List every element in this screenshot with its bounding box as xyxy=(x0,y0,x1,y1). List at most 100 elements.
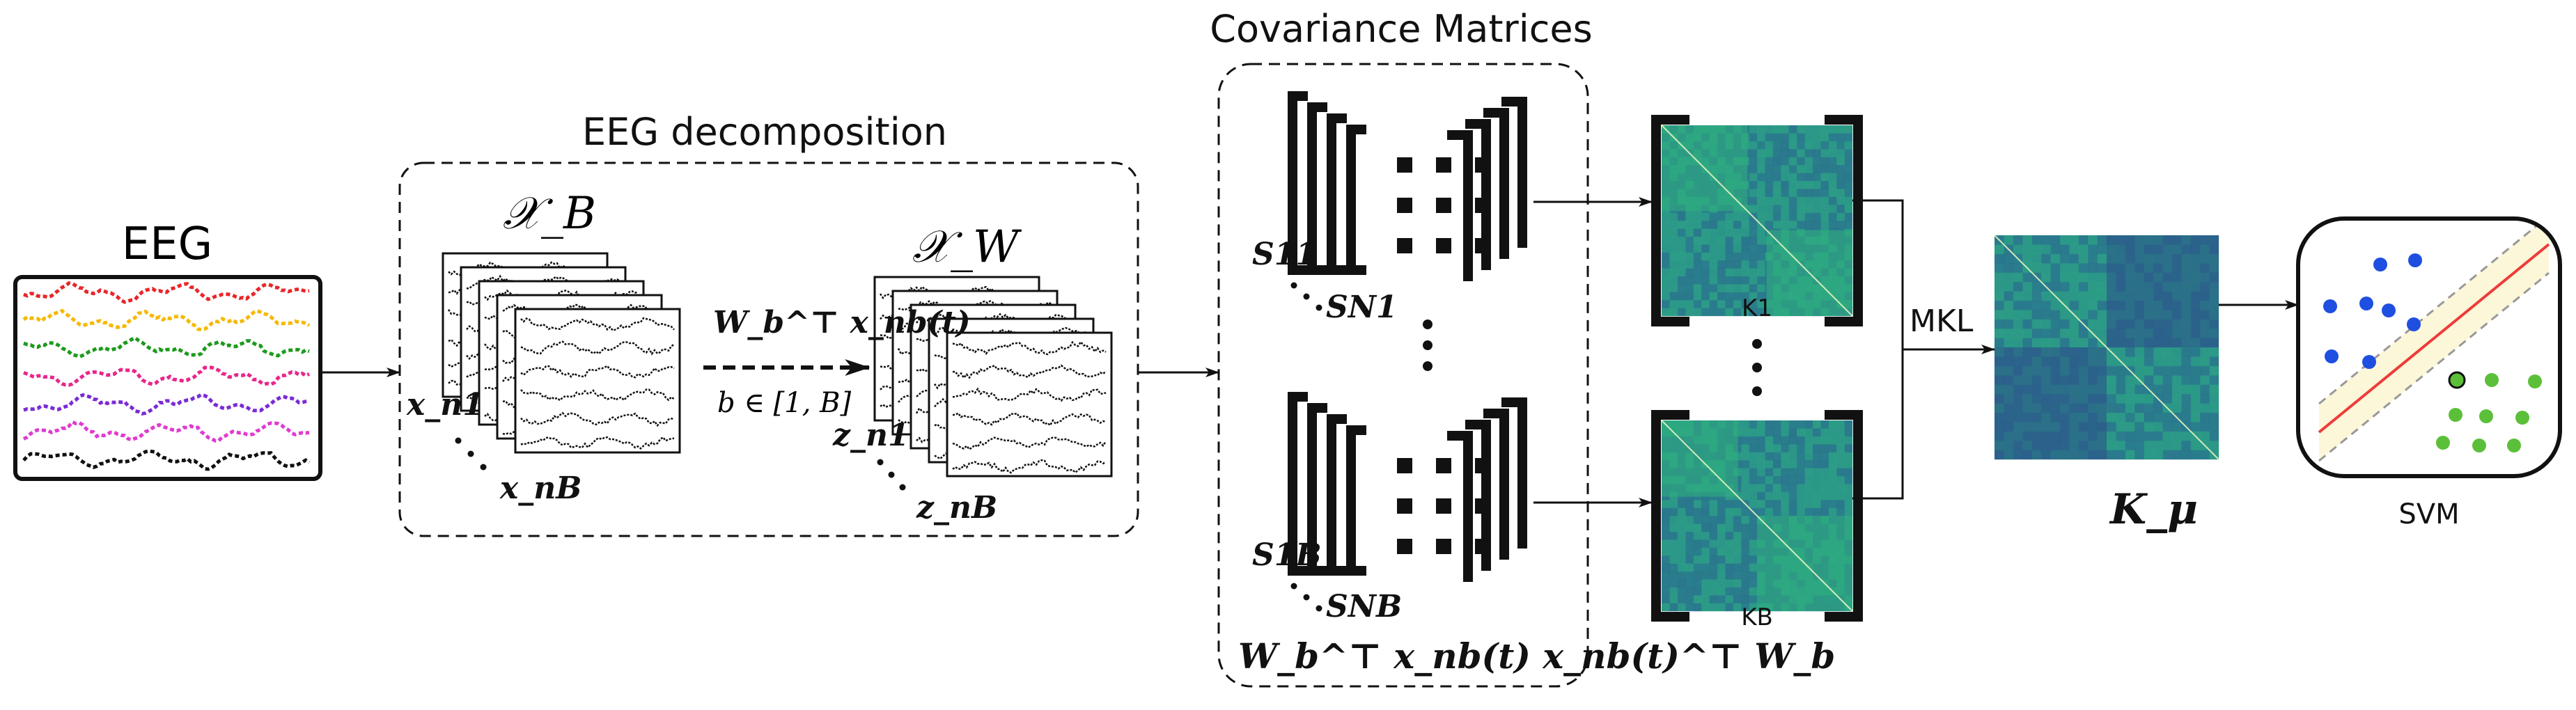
kernel-bracket-left xyxy=(1651,115,1689,326)
kernel-k1: K1 xyxy=(1651,115,1863,326)
svm-label: SVM xyxy=(2398,498,2459,530)
between-stacks-dots xyxy=(1423,320,1433,371)
mkl-label: MKL xyxy=(1910,303,1974,339)
combined-kernel-label: K_μ xyxy=(2109,485,2198,534)
decomposition-frame xyxy=(398,161,1139,537)
svm-points xyxy=(2323,253,2542,452)
svm-point-class-b xyxy=(2449,408,2462,422)
s-top-ellipsis-dots xyxy=(1290,282,1322,311)
covariance-panel: Covariance Matrices S11 SN1 S1B SNB W_b^… xyxy=(1210,7,1835,688)
s-top-first-label: S11 xyxy=(1252,237,1317,272)
matrix-right-bracket xyxy=(1501,397,1527,549)
svm-margin-lower xyxy=(2318,271,2550,462)
set-xw-label: 𝒳_W xyxy=(912,221,1022,273)
svm-point-class-b xyxy=(2528,374,2542,388)
eeg-channel xyxy=(23,365,311,387)
matrix-right-bracket xyxy=(1447,431,1473,582)
svm-point-class-a xyxy=(2373,258,2387,271)
eeg-channel xyxy=(23,393,310,416)
covariance-title: Covariance Matrices xyxy=(1210,7,1593,51)
matrix-entry xyxy=(1397,238,1412,253)
svm-point-class-b xyxy=(2472,439,2486,452)
matrix-entry xyxy=(1475,198,1490,213)
matrix-left-bracket xyxy=(1327,113,1347,275)
s-bottom-last-label: SNB xyxy=(1326,589,1402,624)
transform-label: W_b^⊤ x_nb(t) xyxy=(713,305,971,340)
kernel-heatmap-k1 xyxy=(1651,115,1863,326)
svm-point-class-b xyxy=(2479,409,2493,423)
matrix-entry xyxy=(1475,157,1490,173)
matrix-entry xyxy=(1397,539,1412,554)
matrix-left-bracket xyxy=(1288,392,1308,576)
matrix-stack-bottom xyxy=(1288,392,1527,582)
matrix-entry xyxy=(1475,498,1490,514)
eeg-channel xyxy=(22,420,310,443)
x-first-label: x_n1 xyxy=(406,387,484,423)
s-top-last-label: SN1 xyxy=(1326,290,1398,325)
matrix-entry xyxy=(1436,157,1451,173)
matrix-entry xyxy=(1397,198,1412,213)
matrix-entry xyxy=(1397,157,1412,173)
matrix-entry xyxy=(1436,498,1451,514)
matrix-right-bracket xyxy=(1465,420,1491,571)
kernel-bracket-right xyxy=(1825,410,1863,622)
svm-point-class-b xyxy=(2507,439,2521,452)
matrix-left-bracket xyxy=(1288,91,1308,275)
eeg-channel xyxy=(23,336,310,359)
z-ellipsis-dots xyxy=(877,459,906,491)
matrix-entry xyxy=(1436,238,1451,253)
covariance-formula: W_b^⊤ x_nb(t) x_nb(t)^⊤ W_b xyxy=(1238,636,1835,677)
eeg-title: EEG xyxy=(122,219,212,270)
matrix-right-bracket xyxy=(1483,409,1509,560)
matrix-entry xyxy=(1475,238,1490,253)
svm-point-class-a xyxy=(2407,317,2421,331)
matrix-left-bracket xyxy=(1346,125,1366,275)
mkl-connector xyxy=(1852,199,1995,500)
matrix-right-bracket xyxy=(1465,119,1491,270)
matrix-stack-top xyxy=(1288,91,1527,281)
matrix-entry xyxy=(1397,458,1412,473)
s-bottom-ellipsis-dots xyxy=(1290,583,1322,612)
matrix-right-bracket xyxy=(1483,108,1509,259)
svm-point-class-a xyxy=(2382,303,2396,317)
matrix-left-bracket xyxy=(1307,102,1327,275)
svm-point-class-b xyxy=(2436,436,2450,450)
svm-point-class-a xyxy=(2359,297,2373,310)
kb-label: KB xyxy=(1741,604,1773,631)
signal-stack-xb xyxy=(442,252,681,454)
signal-sheet xyxy=(514,308,681,454)
x-ellipsis-dots xyxy=(455,437,487,471)
eeg-signals xyxy=(22,281,311,471)
decomposition-panel: EEG decomposition 𝒳_B 𝒳_W x_n1 x_nB W_b^… xyxy=(398,110,1139,537)
s-bottom-first-label: S1B xyxy=(1252,537,1322,573)
svm-point-class-a xyxy=(2323,299,2337,313)
svm-point-class-b xyxy=(2485,373,2499,387)
svm-support-vector xyxy=(2448,371,2466,389)
kernel-heatmap-kb xyxy=(1651,410,1863,622)
eeg-channel xyxy=(23,281,310,304)
matrix-left-bracket xyxy=(1307,403,1327,576)
kernel-bracket-left xyxy=(1651,410,1689,622)
svm-point-class-a xyxy=(2362,355,2376,369)
matrix-entry xyxy=(1397,498,1412,514)
signal-stack-xw xyxy=(873,276,1113,478)
matrix-left-bracket xyxy=(1327,414,1347,576)
svm-point-class-a xyxy=(2325,349,2339,363)
band-range-label: b ∈ [1, B] xyxy=(717,387,852,419)
eeg-channel xyxy=(22,449,311,471)
eeg-panel: EEG xyxy=(13,219,322,481)
z-last-label: z_nB xyxy=(916,490,997,526)
covariance-frame xyxy=(1217,63,1589,688)
signal-sheet xyxy=(946,331,1113,478)
matrix-right-bracket xyxy=(1501,97,1527,248)
svm-panel: SVM xyxy=(2296,216,2562,530)
matrix-entry xyxy=(1436,458,1451,473)
kernel-kb: KB xyxy=(1651,410,1863,631)
kernel-dots xyxy=(1752,339,1762,396)
z-first-label: z_n1 xyxy=(832,418,910,453)
k1-label: K1 xyxy=(1742,294,1772,322)
combined-kernel-heatmap xyxy=(1994,235,2219,460)
svm-point-class-b xyxy=(2515,411,2529,425)
matrix-right-bracket xyxy=(1447,130,1473,281)
